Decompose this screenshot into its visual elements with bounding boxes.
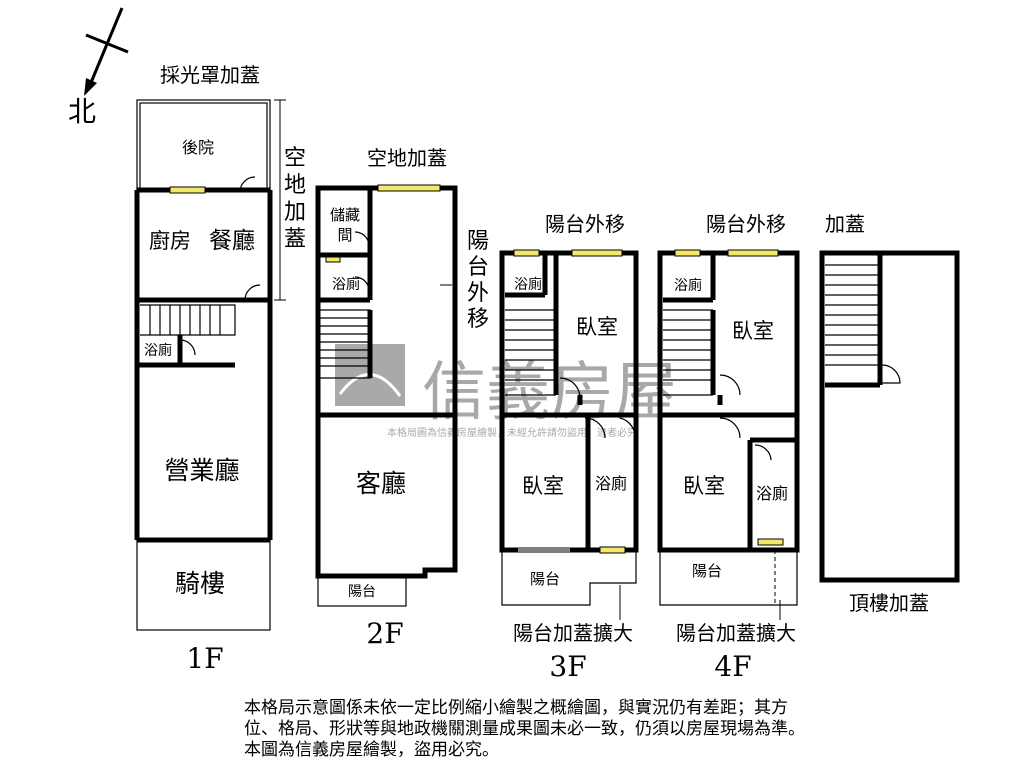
floor-2-title: 2F — [366, 617, 403, 650]
room-bathroom: 浴廁 — [595, 474, 627, 493]
svg-text:外: 外 — [467, 281, 489, 306]
svg-text:空: 空 — [284, 146, 306, 171]
stairs-icon — [320, 309, 371, 379]
stairs-icon — [505, 309, 556, 396]
room-bedroom: 臥室 — [683, 474, 725, 498]
room-bathroom: 浴廁 — [332, 276, 360, 293]
disclaimer-line-2: 位、格局、形狀等與地政機關測量成果圖未必一致，仍須以房屋現場為準。 — [244, 719, 805, 739]
roof-bottom-label: 頂樓加蓋 — [849, 591, 929, 615]
roof-plan — [819, 250, 960, 583]
svg-text:台: 台 — [467, 255, 489, 280]
room-balcony: 陽台 — [530, 570, 560, 588]
room-living: 客廳 — [356, 469, 406, 498]
disclaimer: 本格局示意圖係未依一定比例縮小繪製之概繪圖，與實況仍有差距；其方 位、格局、形狀… — [244, 698, 904, 761]
floor-1-title: 1F — [186, 642, 223, 675]
disclaimer-line-1: 本格局示意圖係未依一定比例縮小繪製之概繪圖，與實況仍有差距；其方 — [244, 698, 788, 718]
stairs-icon — [825, 264, 880, 366]
room-bedroom: 臥室 — [522, 474, 564, 498]
room-arcade: 騎樓 — [175, 569, 225, 598]
svg-text:蓋: 蓋 — [284, 227, 306, 252]
stairs-icon — [140, 304, 236, 336]
floor-3-title: 3F — [549, 650, 586, 683]
room-bedroom: 臥室 — [732, 319, 774, 343]
room-bedroom: 臥室 — [576, 315, 618, 339]
floor-2-plan — [315, 184, 458, 607]
room-bathroom: 浴廁 — [756, 484, 788, 503]
north-label: 北 — [68, 95, 96, 128]
svg-text:移: 移 — [467, 307, 489, 332]
svg-text:地: 地 — [284, 173, 306, 198]
room-bathroom: 浴廁 — [674, 277, 702, 294]
svg-text:加: 加 — [284, 200, 306, 225]
svg-text:陽: 陽 — [467, 229, 489, 254]
floor-4-title: 4F — [714, 650, 751, 683]
room-balcony: 陽台 — [348, 584, 376, 600]
stairs-icon — [663, 309, 713, 396]
watermark: 信義房屋 本格局圖為信義房屋繪製，未經允許請勿盜用，違者必究 — [335, 344, 678, 439]
room-bathroom: 浴廁 — [514, 276, 542, 293]
room-bathroom: 浴廁 — [144, 342, 172, 359]
disclaimer-line-3: 本圖為信義房屋繪製，盜用必究。 — [244, 740, 499, 760]
room-backyard: 後院 — [182, 138, 214, 157]
floor-4-bottom-label: 陽台加蓋擴大 — [676, 621, 796, 645]
watermark-brand: 信義房屋 — [422, 356, 678, 430]
floor-3-bottom-label: 陽台加蓋擴大 — [513, 621, 633, 645]
floor-2-side-label: 陽台外移 — [467, 229, 489, 332]
floor-1-side-label: 空地加蓋 — [284, 146, 306, 252]
room-balcony: 陽台 — [692, 562, 722, 580]
floor-1-top-label: 採光罩加蓋 — [160, 63, 260, 87]
watermark-notice: 本格局圖為信義房屋繪製，未經允許請勿盜用，違者必究 — [387, 426, 637, 439]
room-kitchen: 廚房 — [149, 229, 191, 253]
floor-4-plan — [657, 249, 800, 606]
floor-3-plan — [499, 249, 639, 606]
floor-4-top-label: 陽台外移 — [706, 212, 786, 236]
floor-2-top-label: 空地加蓋 — [367, 146, 447, 170]
floor-1-plan — [134, 99, 286, 631]
north-arrow-icon — [84, 7, 129, 96]
room-storage: 儲藏間 — [329, 206, 360, 244]
room-dining: 餐廳 — [209, 228, 255, 254]
roof-top-label: 加蓋 — [825, 212, 865, 236]
room-business-hall: 營業廳 — [164, 456, 239, 485]
floor-3-top-label: 陽台外移 — [545, 212, 625, 236]
